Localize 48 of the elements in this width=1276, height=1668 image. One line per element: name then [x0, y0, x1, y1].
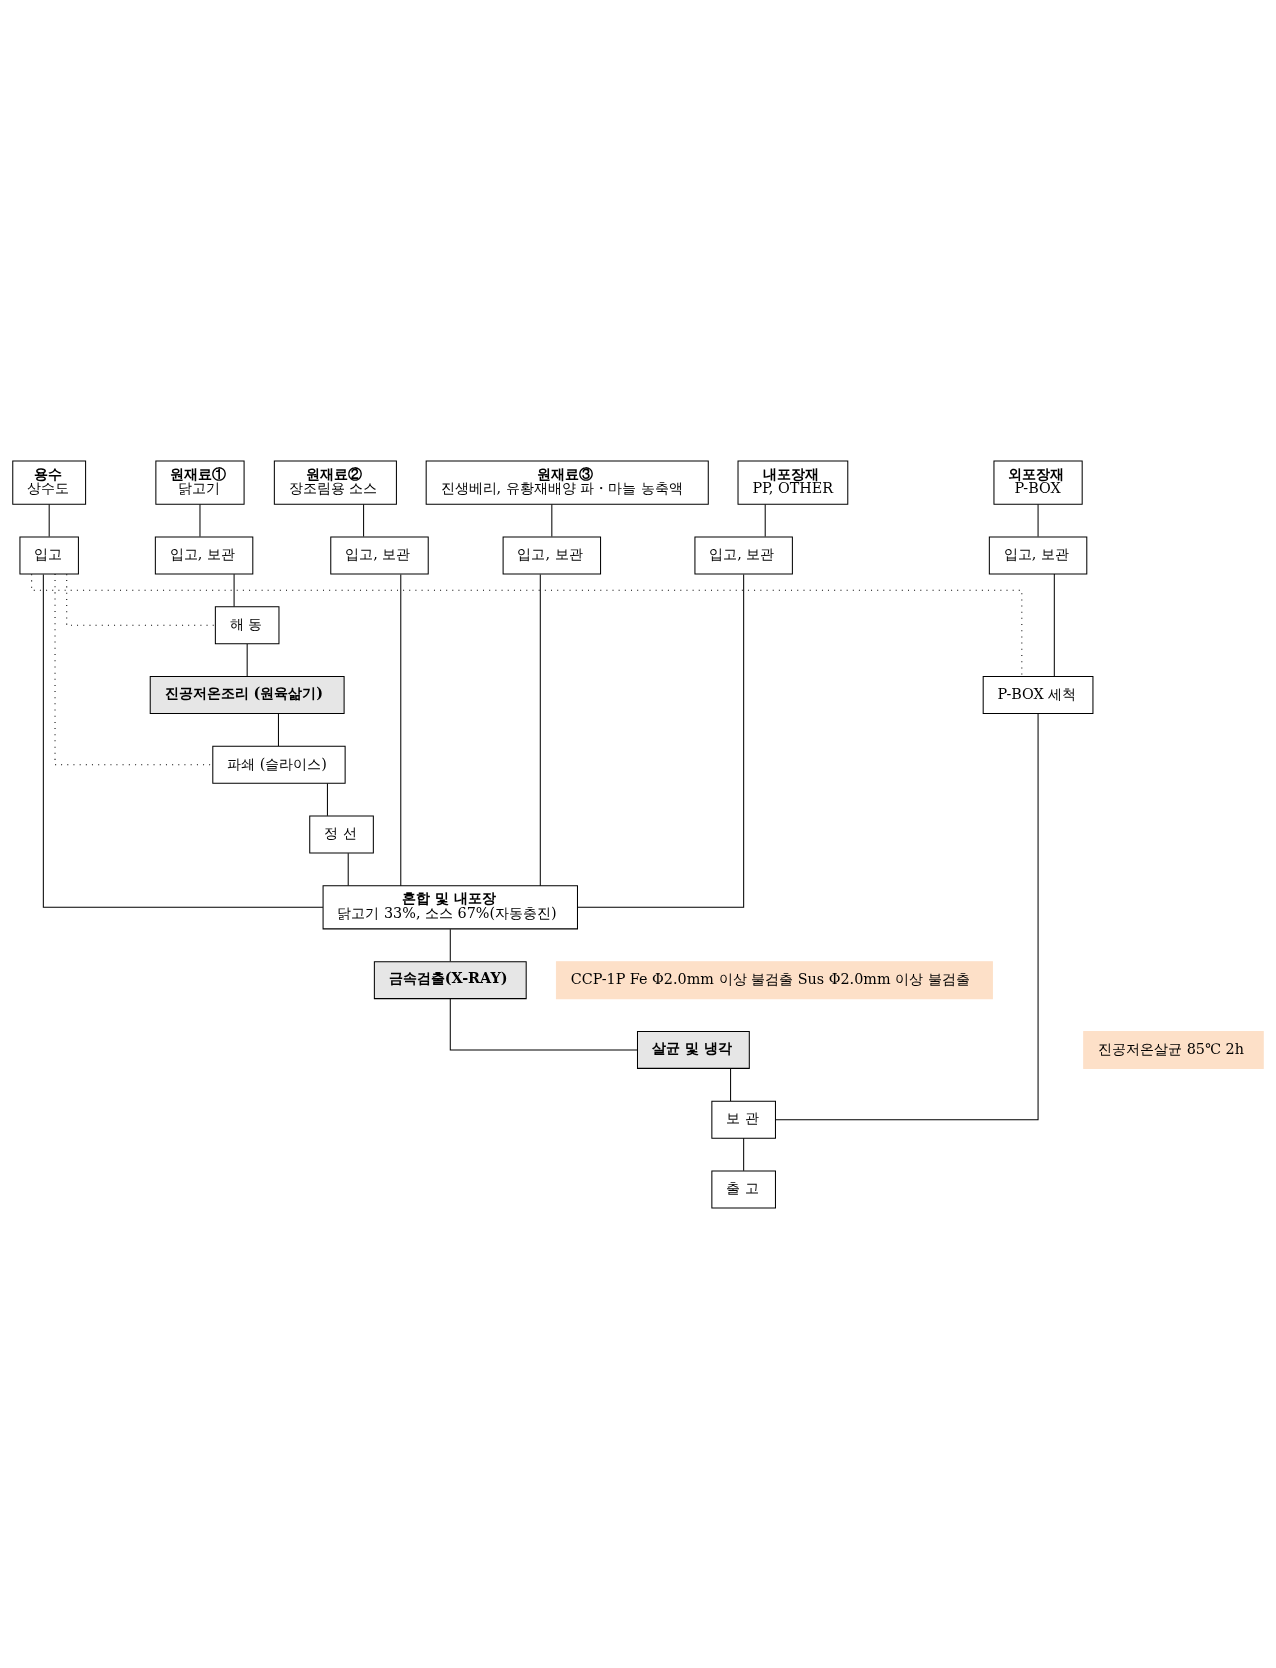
node-box: 진공저온조리 (원육삶기)	[149, 675, 345, 714]
connector	[326, 782, 328, 816]
node-box: 용수 상수도	[12, 460, 87, 505]
connector	[42, 573, 324, 908]
node-box: 혼합 및 내포장 닭고기 33%, 소스 67%(자동충진)	[322, 884, 578, 929]
node-box: 입고, 보관	[154, 536, 254, 574]
node-box: P-BOX 세척	[982, 675, 1094, 714]
node-box: 원재료② 장조림용 소스	[273, 460, 397, 505]
connector	[1053, 573, 1055, 677]
node-box: 진공저온살균 85℃ 2h	[1083, 1030, 1264, 1069]
connector	[347, 852, 349, 886]
connector	[449, 928, 451, 962]
node-box: CCP-1P Fe Φ2.0mm 이상 불검출 Sus Φ2.0mm 이상 불검출	[555, 960, 993, 999]
node-box: 살균 및 냉각	[636, 1030, 750, 1069]
connector	[400, 573, 402, 886]
node-box: 출 고	[711, 1169, 776, 1208]
node-box: 외포장재 P-BOX	[993, 460, 1083, 505]
node-box: 입고	[19, 536, 79, 574]
node-box: 보 관	[711, 1100, 776, 1139]
node-box: 입고, 보관	[502, 536, 602, 574]
connector	[31, 573, 1023, 677]
node-box: 입고, 보관	[988, 536, 1088, 574]
connector	[743, 1137, 745, 1171]
connector	[539, 573, 541, 886]
connector	[48, 503, 50, 537]
connector	[449, 997, 638, 1050]
connector	[233, 573, 235, 607]
node-box: 해 동	[214, 605, 280, 644]
connector	[54, 573, 214, 765]
connector	[551, 503, 553, 537]
node-box: 내포장재 PP, OTHER	[737, 460, 849, 505]
node-box: 입고, 보관	[694, 536, 793, 574]
connector	[363, 503, 365, 537]
node-box: 정 선	[309, 815, 374, 853]
connector	[246, 642, 248, 677]
connector	[66, 573, 216, 626]
connector	[199, 503, 201, 537]
connector	[775, 712, 1039, 1120]
node-box: 입고, 보관	[330, 536, 429, 574]
connector	[730, 1067, 732, 1101]
connector	[577, 573, 745, 908]
connector	[764, 503, 766, 537]
node-box: 원재료① 닭고기	[155, 460, 245, 505]
node-box: 파쇄 (슬라이스)	[212, 745, 346, 784]
node-box: 원재료③ 진생베리, 유황재배양 파・마늘 농축액	[425, 460, 709, 505]
connector	[1037, 503, 1039, 537]
connector	[277, 712, 279, 746]
node-box: 금속검출(X-RAY)	[373, 960, 527, 999]
